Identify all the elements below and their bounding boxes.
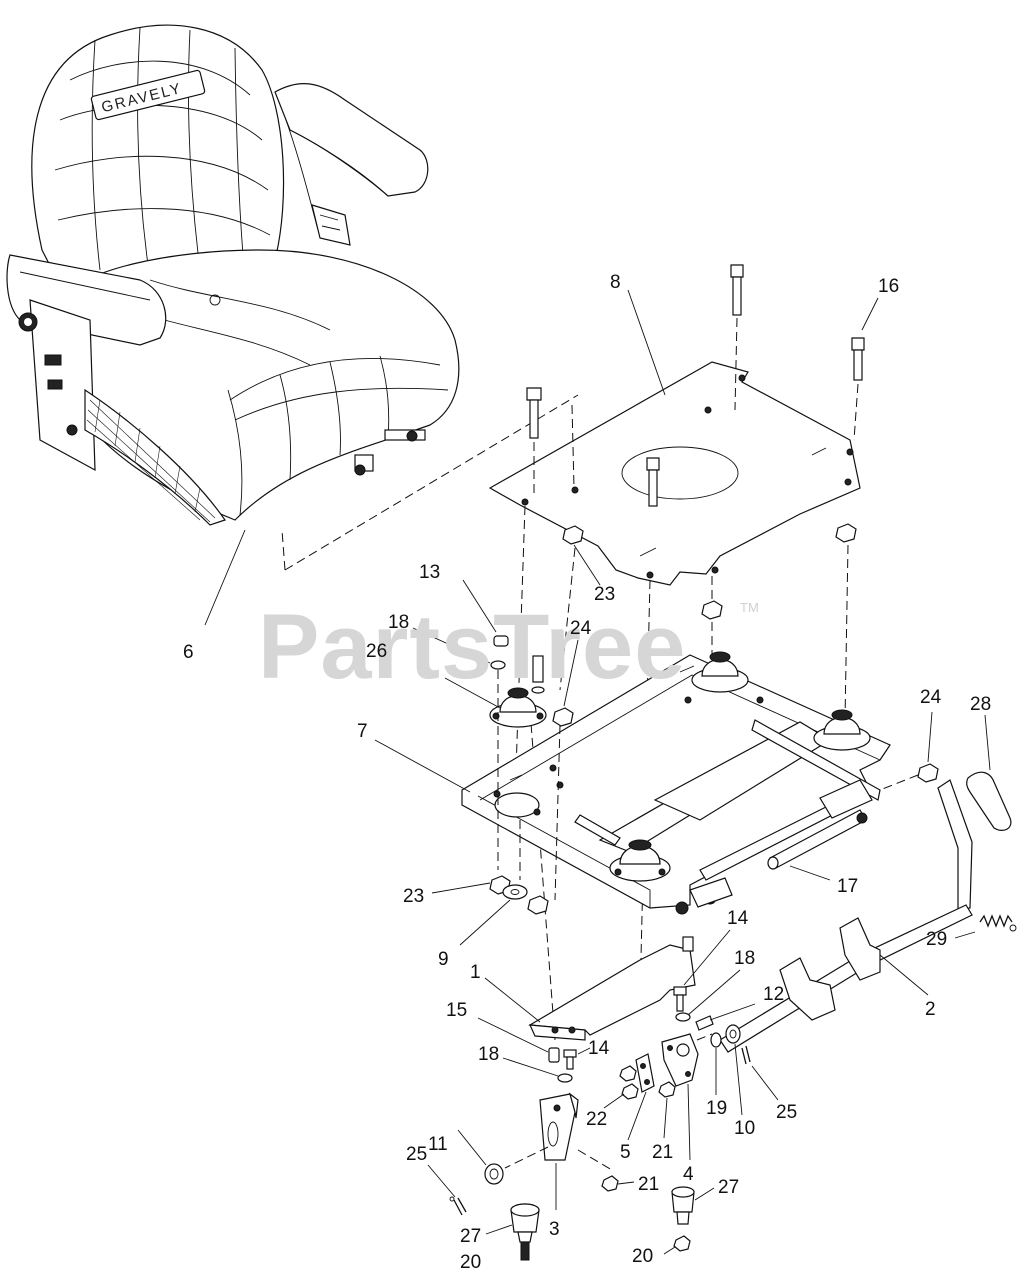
nut-24-left[interactable] bbox=[552, 707, 574, 727]
callout-18[interactable]: 18 bbox=[388, 612, 409, 633]
callout-24[interactable]: 24 bbox=[570, 618, 592, 639]
nut-21-lower[interactable] bbox=[601, 1175, 619, 1192]
callout-24[interactable]: 24 bbox=[920, 687, 942, 708]
washer-19[interactable] bbox=[710, 1032, 722, 1048]
top-plate[interactable] bbox=[488, 361, 861, 586]
adjust-handle-2[interactable] bbox=[719, 779, 973, 1053]
callout-14[interactable]: 14 bbox=[588, 1038, 610, 1059]
isolator-mount-rear-left[interactable] bbox=[691, 651, 749, 693]
lever-3[interactable] bbox=[539, 1092, 579, 1161]
callout-21[interactable]: 21 bbox=[652, 1142, 673, 1163]
nut-20-right[interactable] bbox=[673, 1235, 691, 1252]
callout-6[interactable]: 6 bbox=[183, 642, 194, 663]
bushing-10[interactable] bbox=[725, 1024, 741, 1044]
callout-15[interactable]: 15 bbox=[446, 1000, 467, 1021]
spacer-15[interactable] bbox=[548, 1047, 560, 1063]
washer-18-top[interactable] bbox=[490, 660, 506, 670]
seat-assembly[interactable]: GRAVELY bbox=[6, 24, 460, 526]
bumper-27-right[interactable] bbox=[671, 1186, 695, 1225]
leader-6 bbox=[204, 529, 246, 626]
callout-23[interactable]: 23 bbox=[594, 584, 615, 605]
callout-23[interactable]: 23 bbox=[403, 886, 424, 907]
stud-20-left[interactable] bbox=[520, 1241, 530, 1261]
washer-9[interactable] bbox=[502, 884, 528, 900]
callout-26[interactable]: 26 bbox=[366, 641, 387, 662]
bolt-top-mid[interactable] bbox=[646, 457, 660, 507]
bolt-14-upper[interactable] bbox=[673, 986, 687, 1012]
washer-18-lower[interactable] bbox=[557, 1073, 573, 1083]
bumper-27-left[interactable] bbox=[510, 1203, 540, 1243]
bolt-16[interactable] bbox=[851, 337, 865, 381]
bracket-1[interactable] bbox=[528, 936, 696, 1041]
nut-22[interactable] bbox=[619, 1065, 639, 1100]
callout-9[interactable]: 9 bbox=[438, 949, 449, 970]
callout-4[interactable]: 4 bbox=[683, 1164, 694, 1185]
callout-29[interactable]: 29 bbox=[926, 929, 947, 950]
callout-16[interactable]: 16 bbox=[878, 276, 899, 297]
spring-29[interactable] bbox=[979, 914, 1017, 932]
callout-21[interactable]: 21 bbox=[638, 1174, 659, 1195]
clip-pin-25-left[interactable] bbox=[449, 1196, 467, 1216]
nut-24-right[interactable] bbox=[917, 763, 939, 783]
callout-8[interactable]: 8 bbox=[610, 272, 621, 293]
suspension-frame[interactable] bbox=[461, 654, 891, 909]
washer-18-right[interactable] bbox=[675, 1012, 691, 1022]
callout-22[interactable]: 22 bbox=[586, 1109, 607, 1130]
callout-25[interactable]: 25 bbox=[776, 1102, 797, 1123]
callout-20[interactable]: 20 bbox=[460, 1252, 481, 1273]
bushing-11[interactable] bbox=[484, 1163, 504, 1185]
callout-18[interactable]: 18 bbox=[734, 948, 755, 969]
grip-28[interactable] bbox=[966, 771, 1012, 831]
callout-17[interactable]: 17 bbox=[837, 876, 858, 897]
callout-28[interactable]: 28 bbox=[970, 694, 991, 715]
callout-25[interactable]: 25 bbox=[406, 1144, 427, 1165]
callout-10[interactable]: 10 bbox=[734, 1118, 755, 1139]
callout-2[interactable]: 2 bbox=[925, 999, 936, 1020]
nut-21-upper[interactable] bbox=[658, 1081, 676, 1098]
callout-18[interactable]: 18 bbox=[478, 1044, 499, 1065]
isolator-mount-26[interactable] bbox=[489, 687, 547, 728]
bolt-top-center[interactable] bbox=[730, 264, 744, 316]
bolt-12[interactable] bbox=[695, 1015, 714, 1031]
link-5[interactable] bbox=[635, 1053, 655, 1093]
clip-pin-25-right[interactable] bbox=[741, 1045, 751, 1065]
callout-19[interactable]: 19 bbox=[706, 1098, 727, 1119]
bolt-top-left[interactable] bbox=[526, 387, 542, 439]
callout-20[interactable]: 20 bbox=[632, 1246, 653, 1267]
callout-13[interactable]: 13 bbox=[419, 562, 440, 583]
watermark-trademark: TM bbox=[740, 600, 759, 615]
callout-14[interactable]: 14 bbox=[727, 908, 749, 929]
callout-27[interactable]: 27 bbox=[460, 1226, 481, 1247]
callout-1[interactable]: 1 bbox=[470, 962, 481, 983]
pivot-bracket-4[interactable] bbox=[661, 1033, 699, 1087]
callout-5[interactable]: 5 bbox=[620, 1142, 631, 1163]
nut-23-top[interactable] bbox=[562, 525, 584, 545]
callout-12[interactable]: 12 bbox=[763, 984, 784, 1005]
isolator-mount-front[interactable] bbox=[609, 839, 671, 882]
callout-7[interactable]: 7 bbox=[357, 721, 368, 742]
watermark: PartsTree bbox=[258, 596, 686, 698]
isolator-mount-rear-right[interactable] bbox=[813, 709, 871, 751]
callout-3[interactable]: 3 bbox=[549, 1219, 560, 1240]
callout-27[interactable]: 27 bbox=[718, 1177, 739, 1198]
callout-11[interactable]: 11 bbox=[428, 1134, 448, 1155]
bolt-14-lower[interactable] bbox=[563, 1049, 577, 1070]
nut-13[interactable] bbox=[493, 635, 509, 647]
